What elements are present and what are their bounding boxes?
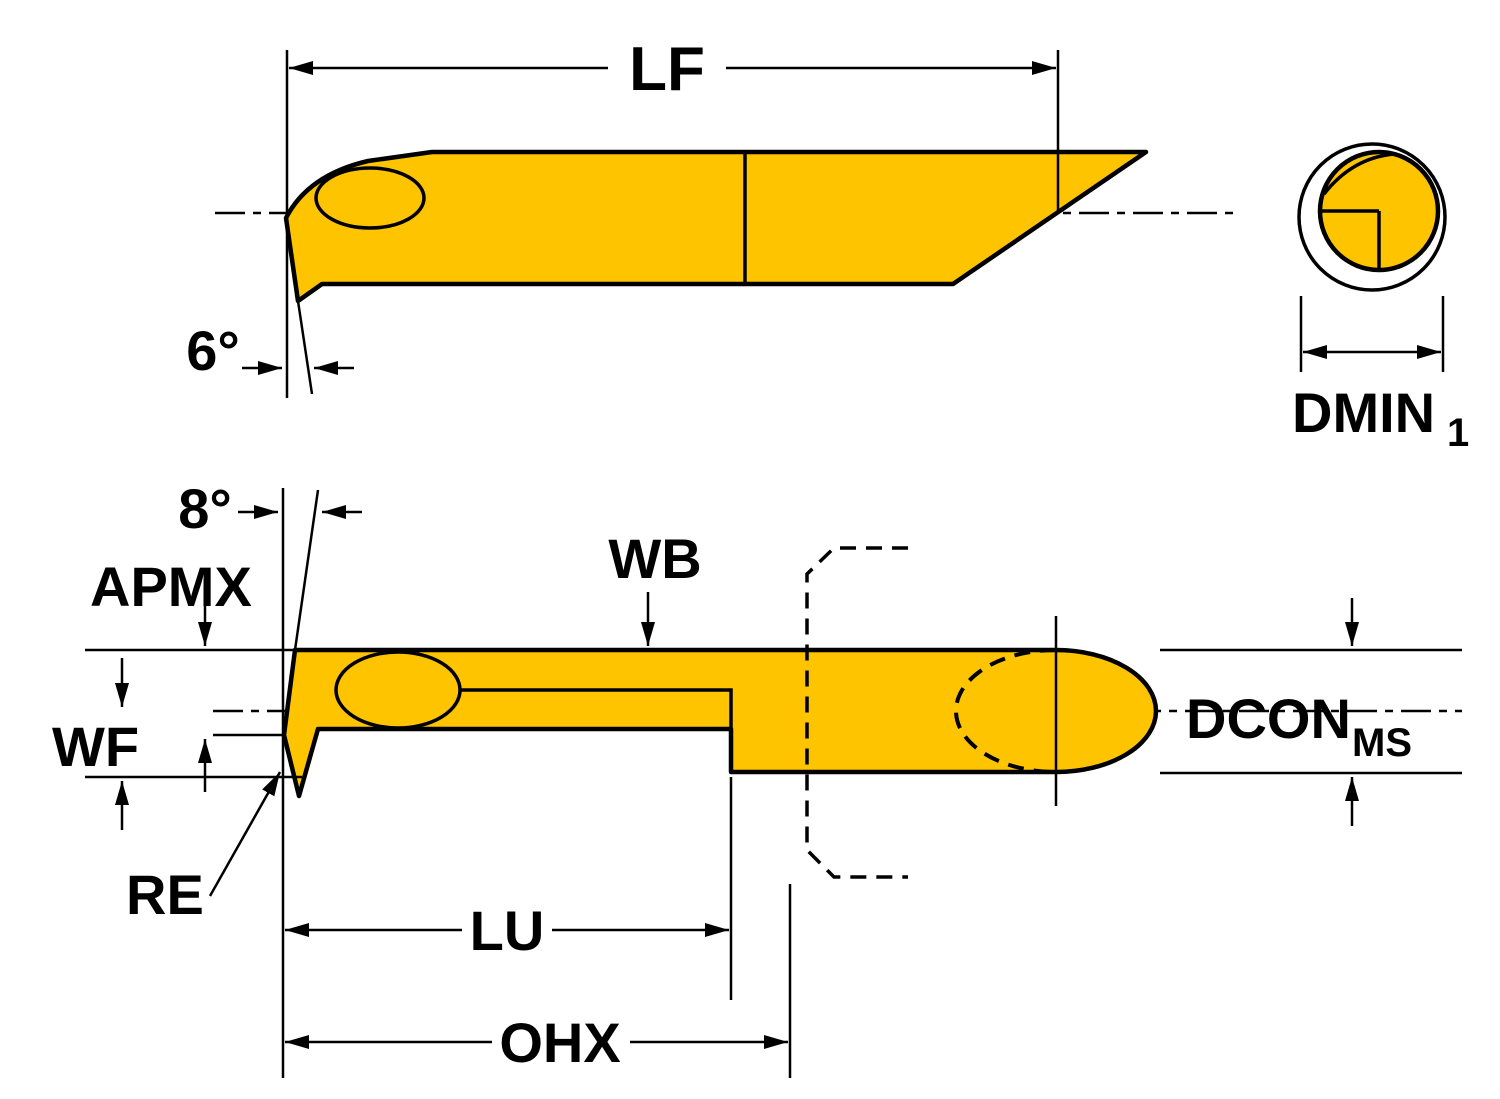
ohx-label: OHX [499, 1011, 620, 1074]
front-angle-label: 6° [186, 319, 240, 382]
break-line [805, 546, 908, 879]
lower-view-tool-body [281, 647, 1159, 799]
wb-label: WB [608, 527, 701, 590]
top-view-tool-body [283, 149, 1149, 304]
dmin-label-subscript: 1 [1447, 411, 1469, 455]
tip-angle-label: 8° [178, 477, 232, 540]
lf-label: LF [629, 35, 705, 104]
tip-angle-slant-extension [293, 489, 320, 651]
end-view-top-arc [1322, 152, 1395, 196]
re-leader-line [208, 771, 282, 897]
apmx-label: APMX [90, 555, 252, 618]
top-view-tip-scoop [314, 166, 426, 230]
shank-hidden-contour [954, 648, 1057, 774]
dcon-label: DCON [1186, 687, 1351, 750]
dcon-label-subscript: MS [1352, 721, 1412, 765]
lower-view-interior-edge [460, 688, 733, 729]
dmin-label: DMIN [1292, 381, 1435, 444]
wf-label: WF [52, 715, 139, 778]
lu-label: LU [470, 899, 545, 962]
re-label: RE [126, 863, 204, 926]
front-angle-flank-extension [296, 300, 314, 395]
end-view-bore-circle [1297, 142, 1447, 292]
